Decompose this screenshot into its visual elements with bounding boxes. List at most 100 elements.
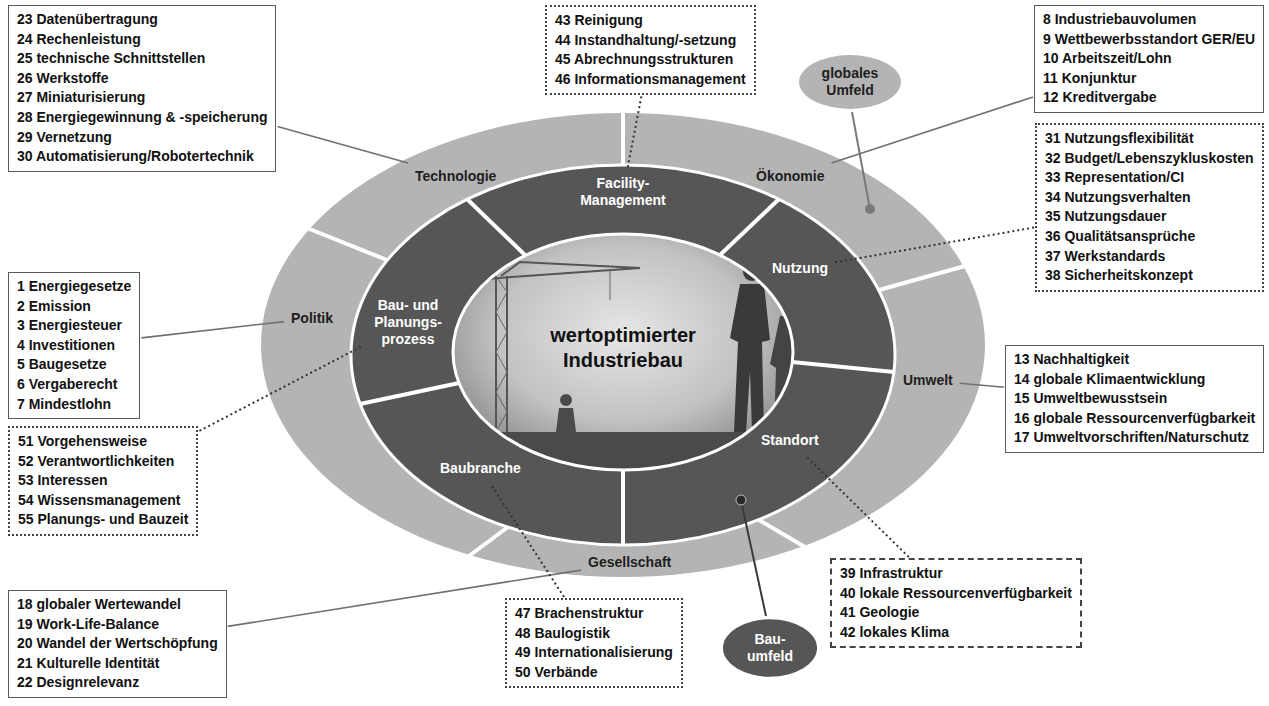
list-item: 4 Investitionen [17,336,131,356]
list-item: 36 Qualitätsansprüche [1045,227,1254,247]
separator [720,199,779,255]
separator [879,266,965,290]
list-item: 43 Reinigung [555,11,746,31]
list-box: 47 Brachenstruktur48 Baulogistik49 Inter… [505,598,683,688]
list-item: 18 globaler Wertewandel [17,595,218,615]
worker [782,297,798,313]
list-item: 21 Kulturelle Identität [17,654,218,674]
separator [621,470,625,545]
label-text: Standort [761,432,819,449]
separator [469,527,508,556]
leader-line [141,322,284,338]
label-text: Baubranche [440,460,521,477]
list-item: 50 Verbände [515,663,673,683]
list-item: 23 Datenübertragung [17,10,267,30]
leader-line [835,228,1034,263]
list-item: 15 Umweltbewusstsein [1014,389,1255,409]
list-item: 32 Budget/Lebenszykluskosten [1045,149,1254,169]
list-item: 34 Nutzungsverhalten [1045,188,1254,208]
segment-label: Umwelt [900,369,956,392]
list-item: 52 Verantwortlichkeiten [18,452,188,472]
list-item: 46 Informationsmanagement [555,70,746,90]
segment-label: Baubranche [437,457,524,480]
segment-label: Politik [288,307,336,330]
list-item: 9 Wettbewerbsstandort GER/EU [1043,30,1255,50]
worker [560,394,572,406]
list-item: 16 globale Ressourcenverfügbarkeit [1014,409,1255,429]
list-item: 38 Sicherheitskonzept [1045,266,1254,286]
list-item: 30 Automatisierung/Robotertechnik [17,147,267,167]
list-item: 55 Planungs- und Bauzeit [18,510,188,530]
segment-label: Nutzung [769,257,831,280]
list-item: 39 Infrastruktur [840,564,1072,584]
context-ellipse: Bau- umfeld [722,618,818,678]
list-item: 24 Rechenleistung [17,30,267,50]
list-box: 23 Datenübertragung24 Rechenleistung25 t… [8,5,276,172]
list-item: 53 Interessen [18,471,188,491]
list-item: 33 Representation/CI [1045,168,1254,188]
list-item: 48 Baulogistik [515,624,673,644]
label-text: Umwelt [903,372,953,389]
crane-mast [496,276,507,432]
ring-separators [307,111,965,556]
list-box: 31 Nutzungsflexibilität32 Budget/Lebensz… [1035,123,1264,292]
list-item: 40 lokale Ressourcenverfügbarkeit [840,584,1072,604]
list-item: 27 Miniaturisierung [17,88,267,108]
list-item: 10 Arbeitszeit/Lohn [1043,49,1255,69]
list-item: 12 Kreditvergabe [1043,88,1255,108]
list-box: 8 Industriebauvolumen9 Wettbewerbsstando… [1034,5,1264,113]
segment-label: Bau- und Planungs- prozess [365,294,451,350]
list-item: 35 Nutzungsdauer [1045,207,1254,227]
list-item: 11 Konjunktur [1043,69,1255,89]
leader-line [960,383,1004,387]
list-item: 41 Geologie [840,603,1072,623]
list-item: 49 Internationalisierung [515,643,673,663]
photo-outline [453,234,793,470]
list-item: 17 Umweltvorschriften/Naturschutz [1014,428,1255,448]
segment-label: Technologie [412,165,499,188]
label-text: globales Umfeld [815,65,885,99]
leader-line [199,347,361,431]
list-item: 25 technische Schnittstellen [17,49,267,69]
separator [621,111,625,165]
list-item: 6 Vergaberecht [17,375,131,395]
label-text: Bau- und Planungs- prozess [368,297,448,347]
list-item: 26 Werkstoffe [17,69,267,89]
list-box: 13 Nachhaltigkeit14 globale Klimaentwick… [1005,345,1264,453]
crane-cable [610,270,611,300]
ellipse-outline [723,619,817,677]
leader-line [628,96,642,168]
label-text: Bau- umfeld [742,631,798,665]
list-item: 14 globale Klimaentwicklung [1014,370,1255,390]
segment-label: Facility- Management [565,172,681,212]
ellipse-outline [799,55,901,109]
leader-dot [865,204,875,214]
leader-line [278,126,409,163]
list-item: 20 Wandel der Wertschöpfung [17,634,218,654]
worker [556,408,576,432]
list-item: 22 Designrelevanz [17,673,218,693]
list-item: 8 Industriebauvolumen [1043,10,1255,30]
ellipse-text: globales Umfeld [815,65,885,99]
list-item: 2 Emission [17,297,131,317]
label-text: Facility- Management [568,175,678,209]
list-box: 1 Energiegesetze2 Emission3 Energiesteue… [8,272,140,419]
leader-line [806,456,909,557]
list-item: 42 lokales Klima [840,623,1072,643]
segment-label: Gesellschaft [585,551,674,574]
list-box: 18 globaler Wertewandel19 Work-Life-Bala… [8,590,227,698]
leader-line [491,484,565,597]
list-item: 31 Nutzungsflexibilität [1045,129,1254,149]
ellipse-text: Bau- umfeld [742,631,798,665]
list-item: 29 Vernetzung [17,128,267,148]
worker [730,284,770,432]
separator [467,199,525,255]
inner-ring [351,165,895,545]
leader-dot [736,495,746,505]
list-item: 44 Instandhaltung/-setzung [555,31,746,51]
list-item: 3 Energiesteuer [17,316,131,336]
label-text: Nutzung [772,260,828,277]
list-box: 43 Reinigung44 Instandhaltung/-setzung45… [545,5,756,95]
list-item: 1 Energiegesetze [17,277,131,297]
